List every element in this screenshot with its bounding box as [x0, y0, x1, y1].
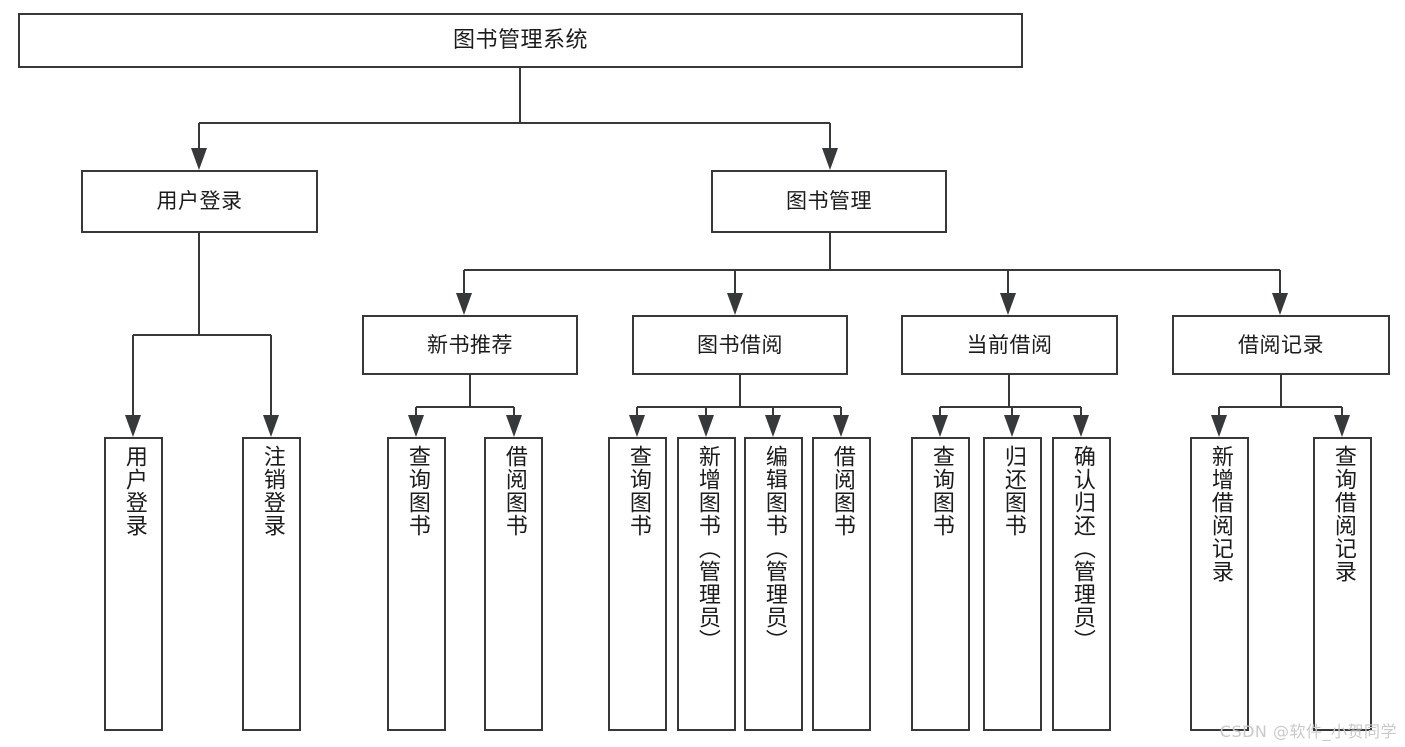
node-root[interactable]: 图书管理系统	[18, 13, 1023, 68]
borrow-record-fan-arrowhead-0	[1211, 415, 1227, 437]
node-leaf-edit-book-label: 编辑图书（管理员）	[761, 445, 787, 652]
user-login-fan-arrowhead-0	[125, 415, 141, 437]
node-leaf-query-book-1-label: 查询图书	[404, 445, 430, 537]
node-borrow-record[interactable]: 借阅记录	[1172, 315, 1390, 375]
book-manage-fan-arrowhead-2	[1000, 293, 1016, 315]
node-root-label: 图书管理系统	[452, 27, 588, 53]
node-book-borrow[interactable]: 图书借阅	[632, 315, 848, 375]
node-leaf-query-book-3[interactable]: 查询图书	[911, 437, 970, 731]
book-manage-fan-arrowhead-1	[727, 293, 743, 315]
node-leaf-query-book-3-label: 查询图书	[928, 445, 954, 537]
node-borrow-record-label: 借阅记录	[1238, 332, 1324, 357]
node-leaf-borrow-book-2-label: 借阅图书	[829, 445, 855, 537]
node-leaf-borrow-book-1[interactable]: 借阅图书	[484, 437, 543, 731]
node-leaf-query-book-2[interactable]: 查询图书	[608, 437, 667, 731]
node-leaf-add-book[interactable]: 新增图书（管理员）	[677, 437, 736, 731]
node-leaf-edit-book[interactable]: 编辑图书（管理员）	[744, 437, 803, 731]
node-leaf-query-book-2-label: 查询图书	[625, 445, 651, 537]
current-borrow-fan-arrowhead-0	[932, 415, 948, 437]
borrow-record-fan-arrowhead-1	[1334, 415, 1350, 437]
node-leaf-query-book-1[interactable]: 查询图书	[387, 437, 446, 731]
book-manage-fan-arrowhead-0	[456, 293, 472, 315]
node-leaf-return-book[interactable]: 归还图书	[983, 437, 1042, 731]
node-leaf-return-book-label: 归还图书	[1000, 445, 1026, 537]
node-leaf-user-login-label: 用户登录	[121, 445, 147, 537]
node-leaf-confirm-return[interactable]: 确认归还（管理员）	[1052, 437, 1111, 731]
node-book-management[interactable]: 图书管理	[711, 170, 947, 233]
node-book-borrow-label: 图书借阅	[697, 332, 783, 357]
node-new-book-recommend-label: 新书推荐	[427, 332, 513, 357]
borrow-book-fan-arrowhead-0	[629, 415, 645, 437]
node-leaf-query-borrow-record[interactable]: 查询借阅记录	[1313, 437, 1372, 731]
node-current-borrow-label: 当前借阅	[966, 332, 1053, 357]
new-book-fan-arrowhead-1	[506, 415, 522, 437]
node-leaf-confirm-return-label: 确认归还（管理员）	[1069, 445, 1095, 652]
book-manage-fan-arrowhead-3	[1272, 293, 1288, 315]
user-login-fan-arrowhead-1	[263, 415, 279, 437]
node-leaf-add-borrow-record[interactable]: 新增借阅记录	[1190, 437, 1249, 731]
node-leaf-add-borrow-record-label: 新增借阅记录	[1207, 445, 1233, 583]
current-borrow-fan-arrowhead-1	[1004, 415, 1020, 437]
current-borrow-fan-arrowhead-2	[1073, 415, 1089, 437]
node-new-book-recommend[interactable]: 新书推荐	[362, 315, 578, 375]
node-leaf-query-borrow-record-label: 查询借阅记录	[1330, 445, 1356, 583]
root-fan-arrowhead-1	[822, 148, 838, 170]
new-book-fan-arrowhead-0	[408, 415, 424, 437]
node-user-login-label: 用户登录	[156, 189, 243, 214]
borrow-book-fan-arrowhead-2	[765, 415, 781, 437]
node-user-login[interactable]: 用户登录	[81, 170, 318, 233]
borrow-book-fan-arrowhead-1	[698, 415, 714, 437]
root-fan-arrowhead-0	[191, 148, 207, 170]
node-leaf-add-book-label: 新增图书（管理员）	[694, 445, 720, 652]
node-leaf-borrow-book-2[interactable]: 借阅图书	[812, 437, 871, 731]
node-leaf-logout[interactable]: 注销登录	[242, 437, 301, 731]
node-leaf-logout-label: 注销登录	[259, 445, 285, 537]
node-current-borrow[interactable]: 当前借阅	[901, 315, 1118, 375]
node-leaf-user-login[interactable]: 用户登录	[104, 437, 163, 731]
borrow-book-fan-arrowhead-3	[833, 415, 849, 437]
node-leaf-borrow-book-1-label: 借阅图书	[501, 445, 527, 537]
node-book-management-label: 图书管理	[786, 189, 872, 214]
